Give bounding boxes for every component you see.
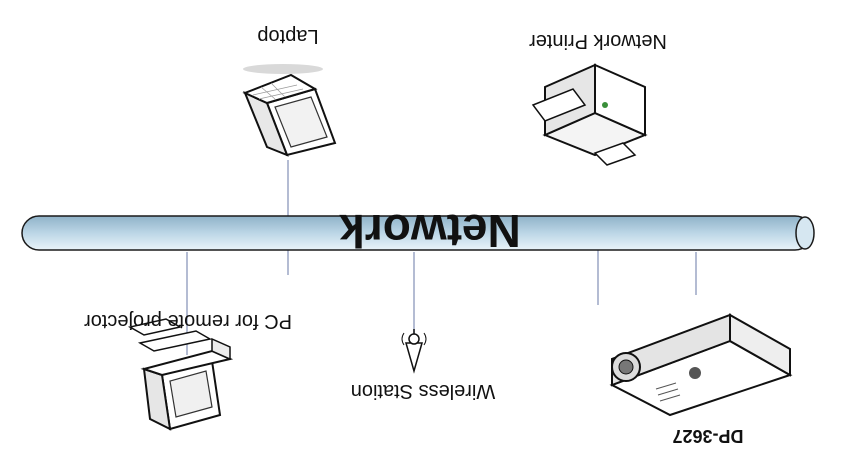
projector-label: DP-3627 xyxy=(672,426,743,446)
laptop-icon xyxy=(242,64,337,157)
laptop-label: Laptop xyxy=(257,25,318,47)
wireless-station-label: Wireless Station xyxy=(351,380,496,402)
network-bus xyxy=(21,215,815,251)
wireless-station-icon xyxy=(401,329,427,374)
network-printer-icon xyxy=(531,63,648,166)
projector-icon xyxy=(609,313,793,417)
pc-label: PC for remote projector xyxy=(84,310,292,332)
pc-icon xyxy=(127,318,234,431)
network-printer-label: Network Printer xyxy=(529,30,667,52)
network-label: Network xyxy=(339,205,521,257)
